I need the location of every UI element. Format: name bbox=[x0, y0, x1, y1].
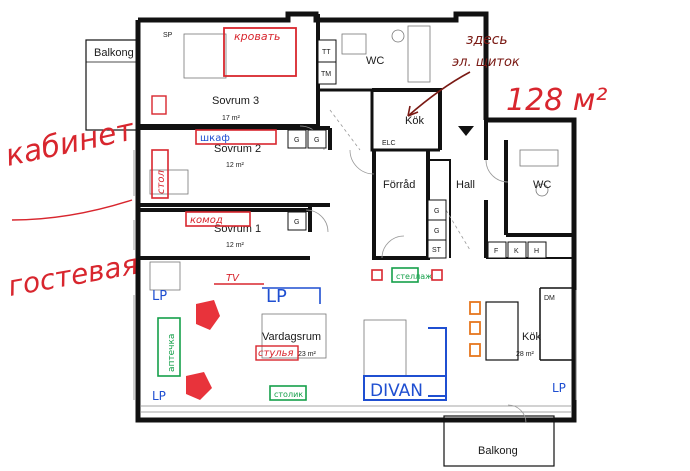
note-shkaf: шкаф bbox=[200, 133, 230, 144]
toilet-top bbox=[391, 29, 405, 43]
armchair-top bbox=[196, 300, 220, 330]
note-stol: стол bbox=[156, 170, 167, 194]
note-kabinet-arrow bbox=[11, 199, 133, 221]
bar-stools bbox=[469, 301, 481, 357]
room-area-kok: 28 m² bbox=[516, 351, 535, 358]
sink-top bbox=[341, 33, 367, 55]
room-area-sovrum1: 12 m² bbox=[226, 242, 245, 249]
total-area-note: 128 м² bbox=[506, 83, 607, 118]
furniture bbox=[149, 25, 559, 377]
bathtub bbox=[407, 25, 431, 83]
fixture-g-4: G bbox=[434, 208, 439, 215]
bed-box bbox=[223, 27, 297, 77]
note-divan: DIVAN bbox=[370, 381, 423, 401]
room-area-sovrum2: 12 m² bbox=[226, 162, 245, 169]
bed-sovrum3 bbox=[183, 33, 227, 79]
sofa-shape bbox=[363, 319, 407, 377]
shelf-box bbox=[391, 267, 419, 283]
fixture-f: F bbox=[494, 248, 498, 255]
note-stellazh: стеллаж bbox=[396, 272, 432, 281]
desk-box bbox=[151, 149, 169, 199]
window-lines bbox=[133, 150, 577, 413]
toilet-right bbox=[535, 183, 549, 197]
elc-label: ELC bbox=[382, 140, 396, 147]
note-arrow bbox=[407, 71, 471, 117]
balcony-bottom-outline bbox=[443, 415, 555, 467]
sofa-outline bbox=[428, 327, 447, 397]
fixture-tt: TT bbox=[322, 49, 331, 56]
room-label-wc-top: WC bbox=[366, 55, 384, 67]
room-label-balkong-bottom: Balkong bbox=[478, 445, 518, 457]
note-lp-2: LP bbox=[266, 286, 287, 307]
fixture-k: K bbox=[514, 248, 519, 255]
room-label-sovrum3: Sovrum 3 bbox=[212, 95, 259, 107]
room-area-vardagsrum: 23 m² bbox=[298, 351, 317, 358]
fixture-st: ST bbox=[432, 247, 442, 254]
small-box-sovrum3 bbox=[151, 95, 167, 115]
coffee-table bbox=[261, 313, 327, 359]
divan-box bbox=[363, 375, 447, 401]
fixture-g-5: G bbox=[434, 228, 439, 235]
red-marker-1 bbox=[371, 269, 383, 281]
room-label-wc-right: WC bbox=[533, 179, 551, 191]
note-gostevaya: гостевая bbox=[5, 248, 140, 303]
fixture-g-1: G bbox=[294, 137, 299, 144]
fixture-boxes bbox=[287, 39, 547, 259]
note-lp-4: LP bbox=[552, 381, 566, 395]
note-stulya: стулья bbox=[258, 348, 294, 359]
note-komod: комод bbox=[190, 215, 223, 226]
fixture-dm: DM bbox=[544, 295, 555, 302]
red-marker-2 bbox=[431, 269, 443, 281]
note-aptechka: аптечка bbox=[167, 334, 177, 372]
entrance-marker-icon bbox=[458, 126, 474, 136]
fixture-tm: TM bbox=[321, 71, 331, 78]
note-stolik: столик bbox=[274, 390, 303, 399]
room-label-kok: Kök bbox=[522, 331, 541, 343]
room-label-vardagsrum: Vardagsrum bbox=[262, 331, 321, 343]
room-area-sovrum3: 17 m² bbox=[222, 115, 241, 122]
note-zdes: здесь bbox=[466, 32, 508, 48]
chair-sovrum1 bbox=[149, 261, 181, 291]
chairs-box bbox=[255, 345, 299, 361]
fixture-g-3: G bbox=[294, 219, 299, 226]
note-arrow-head bbox=[407, 105, 419, 117]
note-kabinet: кабинет bbox=[2, 112, 138, 174]
fixture-h: H bbox=[534, 248, 539, 255]
room-label-sovrum2: Sovrum 2 bbox=[214, 143, 261, 155]
bed-sovrum2 bbox=[149, 169, 189, 195]
fixture-g-2: G bbox=[314, 137, 319, 144]
note-lp-1: LP bbox=[152, 289, 167, 304]
room-label-balkong-left: Balkong bbox=[94, 47, 134, 59]
fixture-sp: SP bbox=[163, 32, 173, 39]
first-aid-box bbox=[157, 317, 181, 377]
walls bbox=[85, 11, 577, 467]
note-el-shchitok: эл. щиток bbox=[452, 55, 520, 70]
wardrobe-box bbox=[195, 129, 277, 145]
note-tv: TV bbox=[226, 273, 240, 284]
armchair-bottom bbox=[186, 372, 212, 400]
side-table-box bbox=[269, 385, 307, 401]
room-label-hall: Hall bbox=[456, 179, 475, 191]
note-lp-3: LP bbox=[152, 389, 166, 403]
room-label-kok-small: Kök bbox=[405, 115, 424, 127]
room-label-forrad: Förråd bbox=[383, 179, 415, 191]
sink-right bbox=[519, 149, 559, 167]
dresser-box bbox=[185, 211, 251, 227]
note-krovat: кровать bbox=[234, 30, 280, 43]
lp-2-bracket bbox=[262, 287, 321, 304]
